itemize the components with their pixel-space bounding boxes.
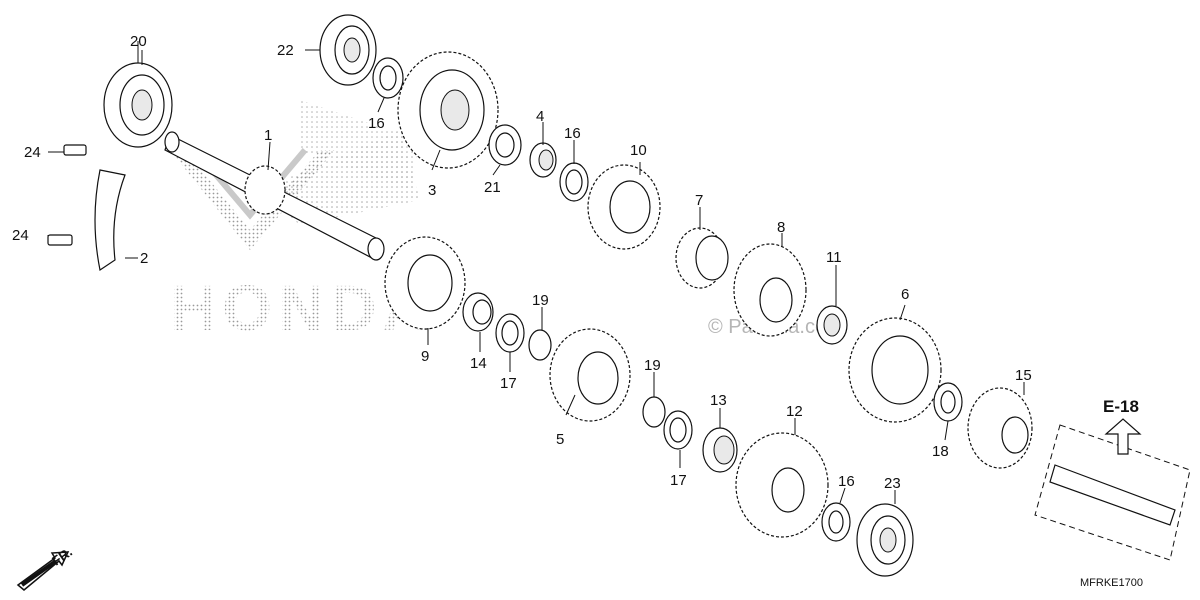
gear-part-5 — [549, 328, 631, 422]
callout-12: 12 — [786, 403, 803, 420]
callout-numbers: 1 2 3 4 5 6 7 8 9 10 11 12 13 14 15 16 1… — [12, 33, 1032, 492]
countershaft-ref-box — [1034, 418, 1191, 561]
callout-8: 8 — [777, 219, 785, 236]
gear-part-9 — [384, 236, 466, 330]
callout-10: 10 — [630, 142, 647, 159]
gear-part-6 — [848, 317, 942, 423]
leader-lines — [47, 41, 1025, 504]
needle-bearing-part-7 — [675, 227, 729, 289]
bushing-part-13 — [702, 427, 738, 473]
bushing-part-4 — [529, 142, 557, 178]
callout-17-a: 17 — [500, 375, 517, 392]
callout-2: 2 — [140, 250, 148, 267]
callout-7: 7 — [695, 192, 703, 209]
reference-label: E-18 — [1103, 397, 1139, 416]
callout-19-b: 19 — [644, 357, 661, 374]
callout-6: 6 — [901, 286, 909, 303]
callout-15: 15 — [1015, 367, 1032, 384]
needle-bearing-part-21 — [488, 124, 522, 166]
washer-part-16-a — [372, 57, 404, 99]
callout-16-a: 16 — [368, 115, 385, 132]
callout-22: 22 — [277, 42, 294, 59]
washer-part-18 — [933, 382, 963, 422]
callout-23: 23 — [884, 475, 901, 492]
callout-21: 21 — [484, 179, 501, 196]
callout-1: 1 — [264, 127, 272, 144]
diagram-code: MFRKE1700 — [1080, 577, 1143, 589]
callout-17-b: 17 — [670, 472, 687, 489]
bracket-part-2 — [47, 144, 126, 271]
bearing-part-22 — [319, 14, 377, 86]
bearing-part-23 — [856, 503, 914, 577]
callout-9: 9 — [421, 348, 429, 365]
callout-16-c: 16 — [838, 473, 855, 490]
circlip-part-19-a — [528, 329, 552, 361]
callout-4: 4 — [536, 108, 544, 125]
front-direction-arrow — [16, 551, 70, 591]
gear-part-10 — [587, 164, 661, 250]
gear-part-8 — [733, 243, 807, 337]
callout-3: 3 — [428, 182, 436, 199]
bearing-part-20 — [103, 62, 173, 148]
callout-5: 5 — [556, 431, 564, 448]
callout-19-a: 19 — [532, 292, 549, 309]
callout-14: 14 — [470, 355, 487, 372]
bushing-part-14 — [462, 292, 494, 332]
callout-24-b: 24 — [12, 227, 29, 244]
circlip-part-19-b — [642, 396, 666, 428]
washer-part-16-c — [821, 502, 851, 542]
washer-part-17-b — [663, 410, 693, 450]
collar-part-11 — [816, 305, 848, 345]
washer-part-16-b — [559, 162, 589, 202]
mainshaft-part-1 — [164, 131, 385, 261]
gear-part-15 — [967, 387, 1033, 469]
callout-24-a: 24 — [24, 144, 41, 161]
callout-11: 11 — [826, 249, 842, 266]
gear-part-3 — [397, 51, 499, 169]
washer-part-17-a — [495, 313, 525, 353]
gear-part-12 — [735, 432, 829, 538]
callout-16-b: 16 — [564, 125, 581, 142]
callout-13: 13 — [710, 392, 727, 409]
callout-18: 18 — [932, 443, 949, 460]
callout-20: 20 — [130, 33, 147, 50]
